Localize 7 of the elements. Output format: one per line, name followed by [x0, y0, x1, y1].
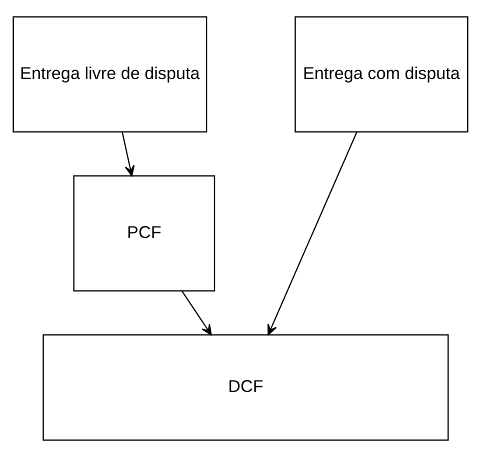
node-box: DCF	[42, 334, 449, 441]
node-box: Entrega com disputa	[294, 16, 468, 132]
node-box: Entrega livre de disputa	[12, 16, 208, 132]
node-box: PCF	[73, 175, 216, 292]
arrow	[181, 290, 212, 336]
arrow	[268, 132, 358, 336]
arrow	[122, 132, 135, 176]
